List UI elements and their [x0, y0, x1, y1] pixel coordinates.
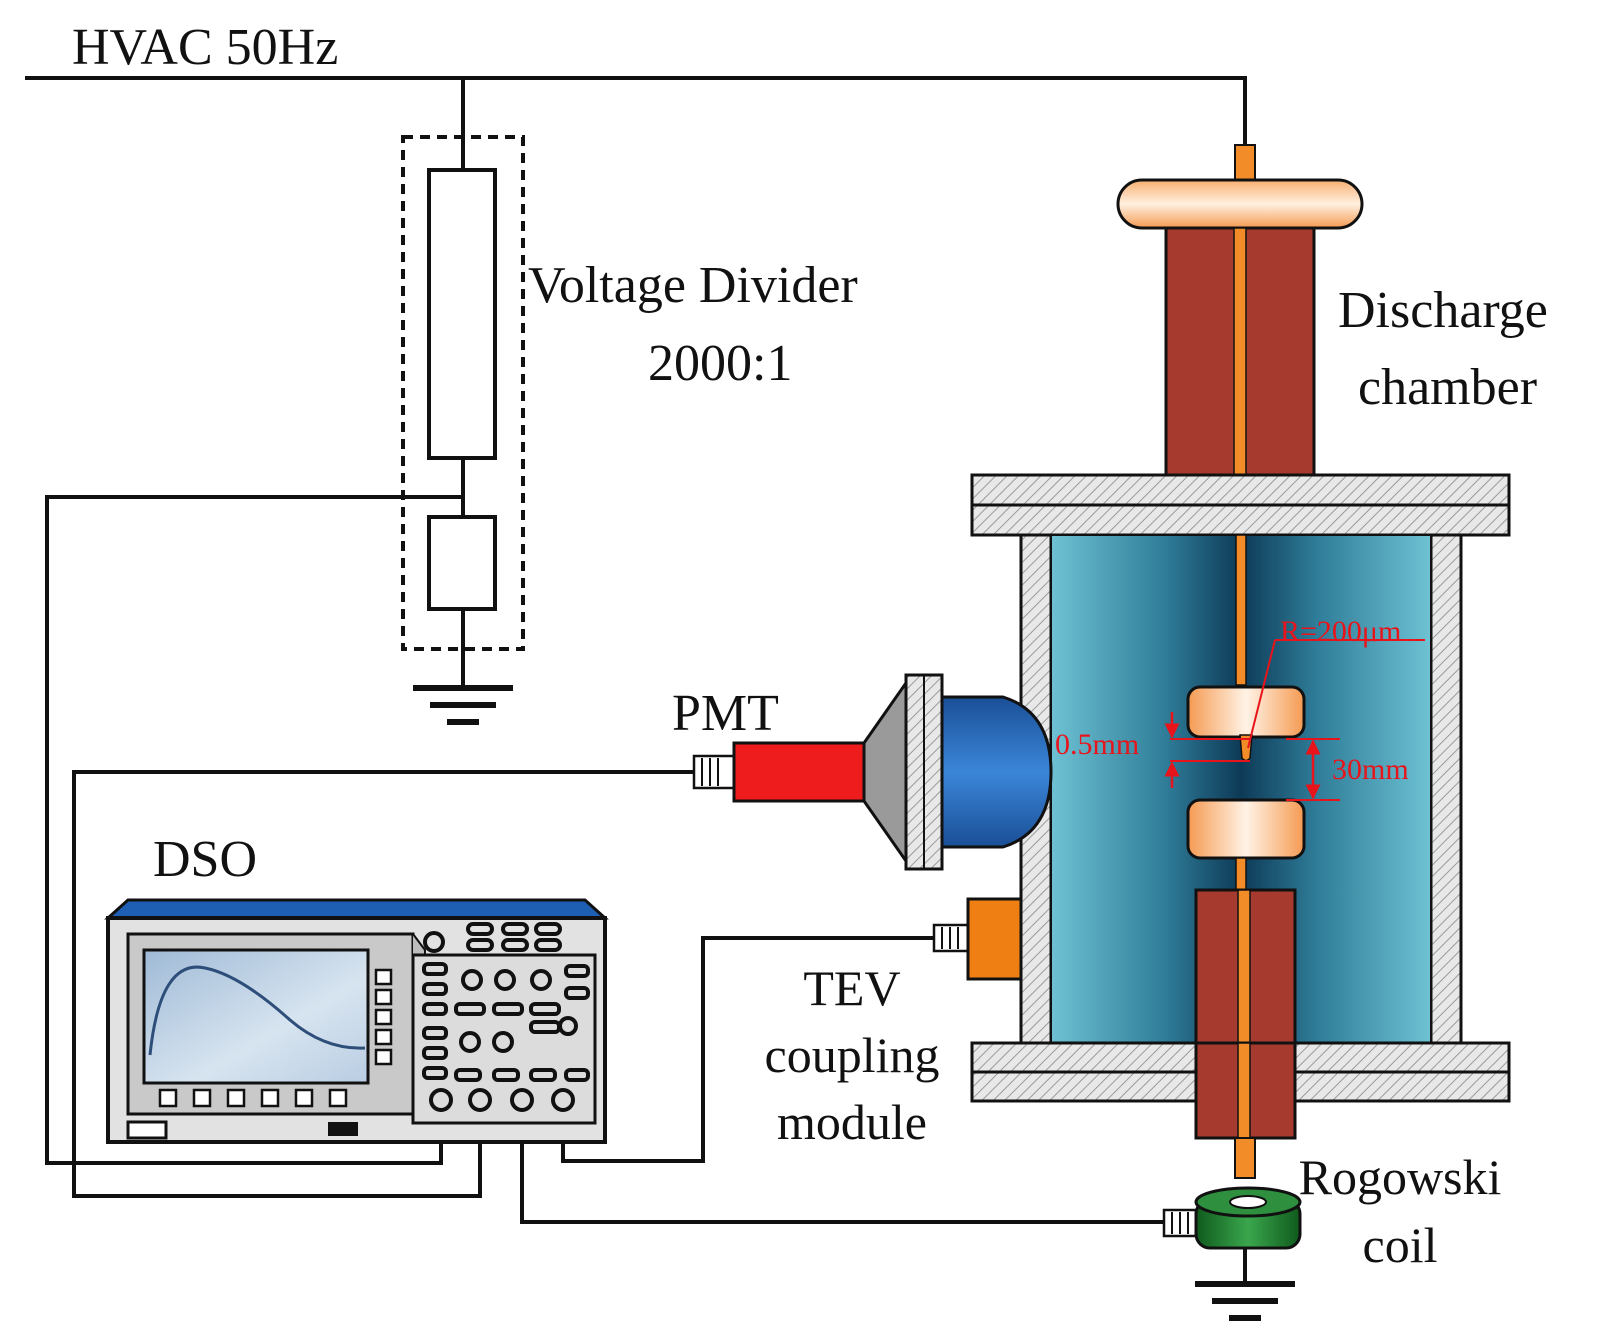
dso-label: DSO	[153, 831, 258, 888]
divider-resistor-high	[427, 168, 497, 460]
needle-gap-annotation: 0.5mm	[1055, 728, 1140, 761]
divider-ratio-label: 2000:1	[648, 335, 793, 392]
hv-bus	[25, 76, 1247, 170]
top-corona-ring	[1116, 178, 1364, 230]
discharge-chamber-label-line2: chamber	[1358, 359, 1538, 416]
ground-symbol-divider	[413, 685, 513, 725]
lower-electrode	[1186, 798, 1306, 860]
pmt-label: PMT	[672, 685, 779, 742]
pmt-lens-cone	[862, 678, 908, 866]
radius-annotation: R=200μm	[1280, 615, 1402, 648]
tev-label-line3: module	[777, 1094, 927, 1150]
tev-label-line2: coupling	[764, 1027, 940, 1083]
rogowski-label-line1: Rogowski	[1298, 1149, 1502, 1205]
voltage-divider-label: Voltage Divider	[528, 257, 858, 314]
electrode-gap-annotation: 30mm	[1332, 753, 1409, 786]
discharge-chamber	[970, 144, 1511, 1179]
dso-oscilloscope	[104, 898, 609, 1144]
pmt-connector	[692, 754, 736, 790]
pmt-window	[940, 695, 1053, 849]
dso-input-channels	[429, 1088, 575, 1112]
signal-wires	[45, 495, 1164, 1224]
right-wall	[1429, 533, 1463, 1045]
discharge-chamber-label-line1: Discharge	[1338, 282, 1548, 339]
hvac-label: HVAC 50Hz	[72, 19, 339, 76]
ground-symbol-rogowski	[1195, 1281, 1295, 1321]
dso-screen	[142, 948, 370, 1085]
rogowski-coil	[1162, 1186, 1302, 1321]
pmt-assembly	[692, 673, 1053, 871]
tev-label-line1: TEV	[803, 960, 901, 1016]
divider-resistor-low	[427, 515, 497, 611]
dso-waveform	[148, 965, 366, 1056]
pmt-tube	[732, 741, 866, 803]
rogowski-label-line2: coil	[1362, 1217, 1438, 1273]
tev-sensor	[932, 897, 1023, 981]
dimension-annotations	[1164, 639, 1425, 801]
upper-electrode	[1186, 685, 1306, 739]
voltage-divider	[401, 135, 525, 725]
